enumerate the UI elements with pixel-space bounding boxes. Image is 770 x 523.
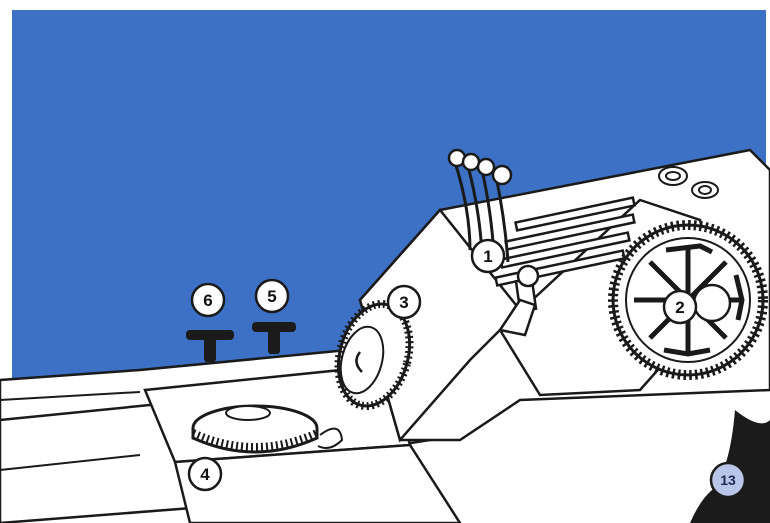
- callout-3: 3: [388, 286, 420, 318]
- callout-1: 1: [472, 240, 504, 272]
- callout-13: 13: [711, 463, 745, 497]
- callout-2-label: 2: [675, 298, 684, 317]
- callout-5-label: 5: [267, 287, 276, 306]
- callout-6: 6: [192, 284, 224, 316]
- callout-4: 4: [189, 458, 221, 490]
- callout-3-label: 3: [399, 293, 408, 312]
- callout-4-label: 4: [200, 465, 210, 484]
- callout-5: 5: [256, 280, 288, 312]
- callout-13-label: 13: [720, 472, 736, 488]
- callout-2: 2: [664, 291, 696, 323]
- callout-6-label: 6: [203, 291, 212, 310]
- callout-1-label: 1: [483, 247, 492, 266]
